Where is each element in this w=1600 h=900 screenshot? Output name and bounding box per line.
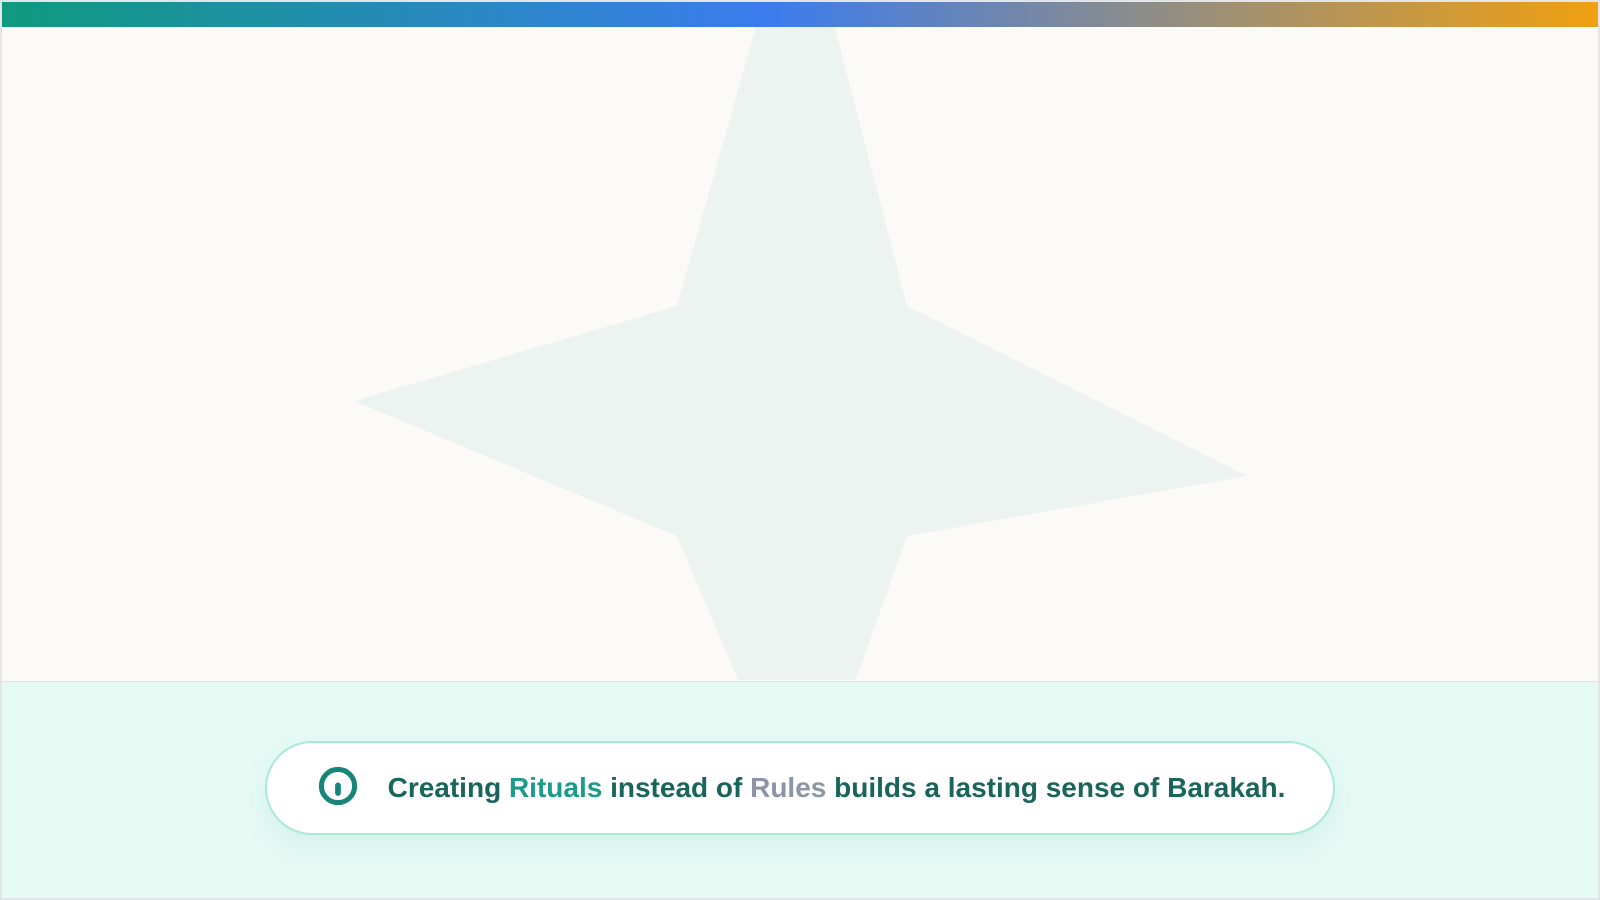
footer-message-part: Rituals: [508, 772, 603, 803]
footer-message-part: Rules: [750, 772, 827, 803]
footer-message-part: builds a lasting sense of Barakah.: [826, 772, 1286, 803]
footer-band: Creating Rituals instead of Rules builds…: [2, 681, 1598, 898]
footer-message-part: Creating: [387, 772, 509, 803]
footer-message: Creating Rituals instead of Rules builds…: [388, 772, 1286, 804]
circle-pulse-icon: [315, 763, 361, 814]
footer-message-part: instead of: [602, 772, 751, 803]
top-gradient-bar: [2, 2, 1598, 27]
background-star-shape: [354, 2, 1247, 831]
message-pill: Creating Rituals instead of Rules builds…: [264, 741, 1336, 835]
